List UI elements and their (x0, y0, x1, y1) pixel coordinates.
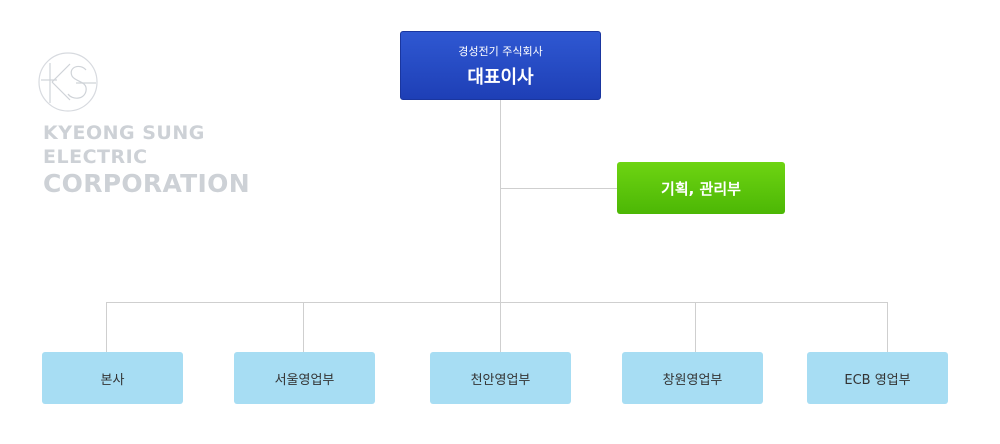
planning-management-label: 기획, 관리부 (661, 179, 741, 198)
department-label: 천안영업부 (470, 372, 531, 388)
department-label: 서울영업부 (274, 372, 335, 388)
connector-staff (500, 188, 617, 189)
connector-drop-1 (106, 302, 107, 352)
planning-management-node: 기획, 관리부 (617, 162, 785, 214)
wordmark-line-3: CORPORATION (43, 169, 250, 198)
company-wordmark: KYEONG SUNG ELECTRIC CORPORATION (43, 122, 250, 198)
company-name: 경성전기 주식회사 (458, 44, 543, 58)
connector-drop-2 (303, 302, 304, 352)
department-node-changwon: 창원영업부 (622, 352, 763, 404)
department-node-cheonan: 천안영업부 (430, 352, 571, 404)
department-node-seoul: 서울영업부 (234, 352, 375, 404)
connector-horizontal-bus (106, 302, 888, 303)
department-node-ecb: ECB 영업부 (807, 352, 948, 404)
connector-drop-5 (887, 302, 888, 352)
department-label: 본사 (100, 372, 125, 388)
ceo-node: 경성전기 주식회사 대표이사 (400, 31, 601, 100)
department-node-headquarters: 본사 (42, 352, 183, 404)
wordmark-line-1: KYEONG SUNG (43, 122, 205, 144)
wordmark-line-2: ELECTRIC (43, 146, 148, 168)
connector-trunk (500, 100, 501, 352)
ceo-title: 대표이사 (467, 66, 534, 88)
department-label: ECB 영업부 (844, 372, 911, 388)
ks-logo-icon (38, 52, 98, 112)
department-label: 창원영업부 (662, 372, 723, 388)
connector-drop-4 (695, 302, 696, 352)
